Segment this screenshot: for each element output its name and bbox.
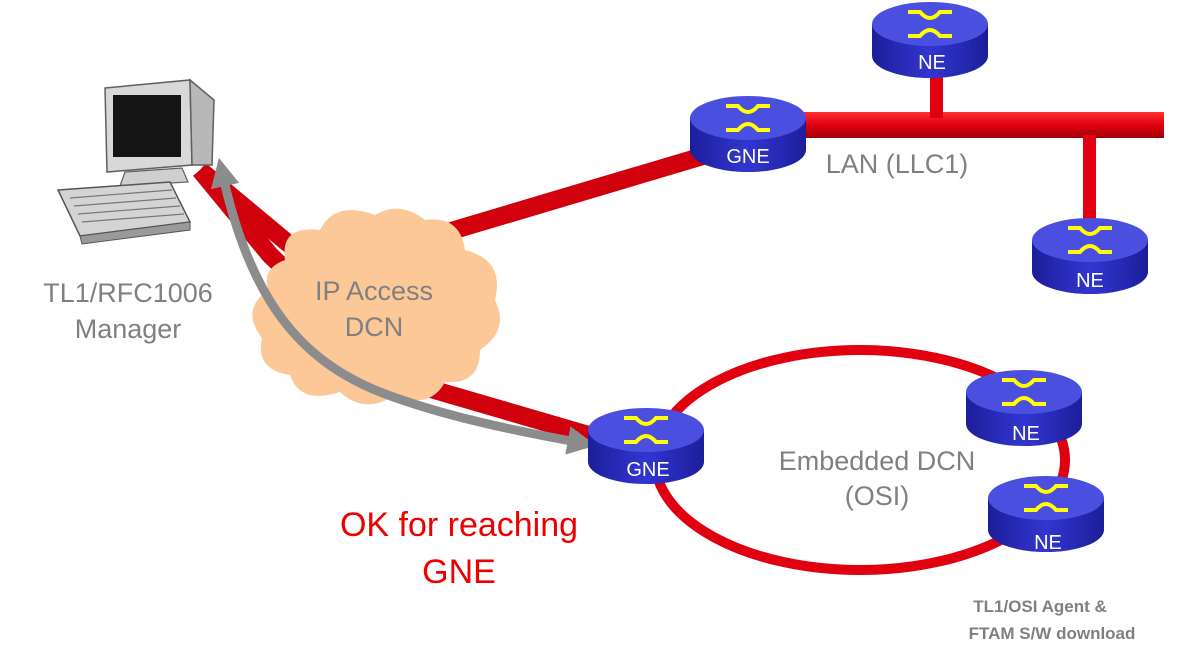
ip-access-dcn-cloud (252, 208, 500, 405)
router-icon (1002, 378, 1046, 406)
cloud-icon (252, 208, 500, 405)
link-manager-to-gne-top (194, 136, 743, 279)
computer-workstation-icon (56, 78, 215, 245)
ne-top-label: NE (918, 52, 946, 74)
lan-label: LAN (LLC1) (826, 149, 969, 179)
router-icon (908, 10, 952, 38)
router-ne-ring-lower: NE (988, 476, 1104, 554)
gne-bottom-label: GNE (626, 459, 669, 481)
status-line2: GNE (422, 553, 496, 591)
router-icon (1024, 484, 1068, 512)
gne-top-label: GNE (726, 146, 769, 168)
router-icon (624, 416, 668, 444)
embedded-dcn-label-line2: (OSI) (845, 481, 910, 511)
agent-label-line2: FTAM S/W download (969, 624, 1136, 643)
router-icon (1068, 226, 1112, 254)
manager-label-line2: Manager (75, 314, 182, 344)
router-gne-top: GNE (690, 96, 806, 172)
lan-bus (760, 112, 1164, 138)
embedded-dcn-label-line1: Embedded DCN (779, 446, 976, 476)
ne-ring-lower-label: NE (1034, 532, 1062, 554)
agent-label-line1: TL1/OSI Agent & (973, 597, 1107, 616)
manager-gne-access-arrow (211, 157, 597, 455)
ne-lan-right-label: NE (1076, 270, 1104, 292)
router-icon (726, 104, 770, 132)
router-ne-top: NE (872, 2, 988, 78)
ne-ring-upper-label: NE (1012, 423, 1040, 445)
lan-drop-ne-top (930, 70, 943, 118)
cloud-label-line1: IP Access (315, 276, 433, 306)
cloud-label-line2: DCN (345, 312, 404, 342)
router-ne-lan-right: NE (1032, 218, 1148, 294)
router-gne-bottom: GNE (588, 408, 704, 484)
lan-drop-ne-right (1083, 135, 1096, 230)
manager-label-line1: TL1/RFC1006 (43, 278, 213, 308)
status-line1: OK for reaching (340, 506, 578, 544)
router-ne-ring-upper: NE (966, 370, 1082, 446)
